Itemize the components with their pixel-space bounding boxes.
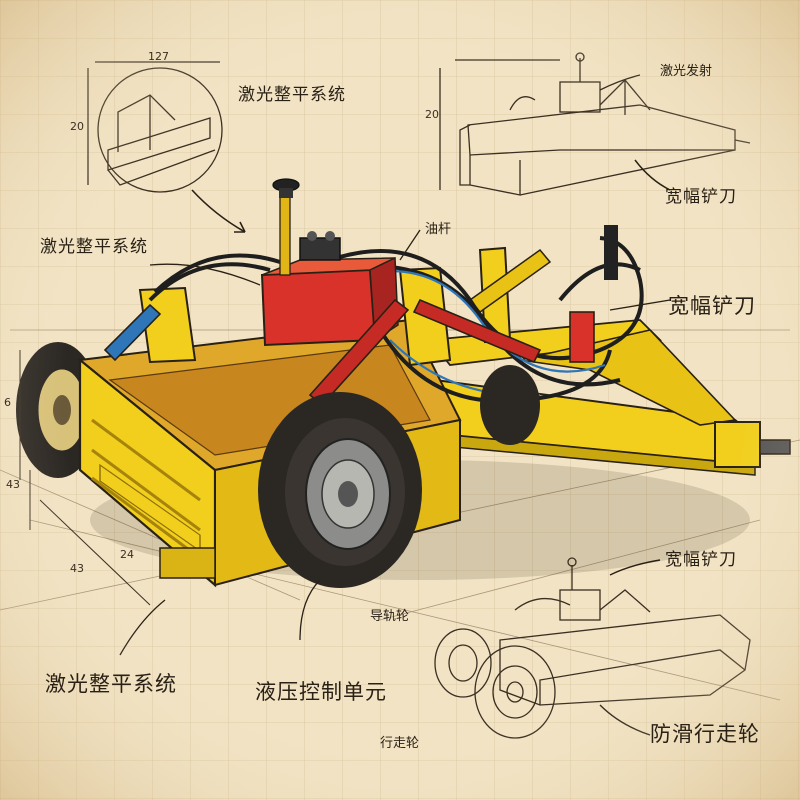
scribble-guide-wheel: 导轨轮 (370, 609, 410, 624)
dim-left-mark: 6 (4, 396, 11, 409)
label-laser-system-top: 激光整平系统 (238, 85, 346, 105)
label-laser-system-mid: 激光整平系统 (40, 237, 148, 257)
dim-inset-height: 20 (70, 120, 84, 133)
dim-front-height-b: 43 (70, 562, 84, 575)
dim-right-height: 20 (425, 108, 439, 121)
label-wide-blade-top: 宽幅铲刀 (665, 187, 737, 207)
label-anti-slip-wheel: 防滑行走轮 (650, 722, 760, 746)
scribble-travel-wheel: 行走轮 (380, 736, 420, 751)
scribble-laser-emitter: 激光发射 (660, 64, 713, 79)
dim-length: 24 (120, 548, 134, 561)
label-wide-blade-mid: 宽幅铲刀 (668, 294, 756, 318)
label-hydraulic-unit: 液压控制单元 (255, 680, 387, 704)
scribble-oil-rod: 油杆 (425, 222, 452, 237)
label-laser-system-bottom: 激光整平系统 (45, 672, 177, 696)
label-wide-blade-bottom: 宽幅铲刀 (665, 550, 737, 570)
dim-inset-width: 127 (148, 50, 169, 63)
dim-front-height-a: 43 (6, 478, 20, 491)
